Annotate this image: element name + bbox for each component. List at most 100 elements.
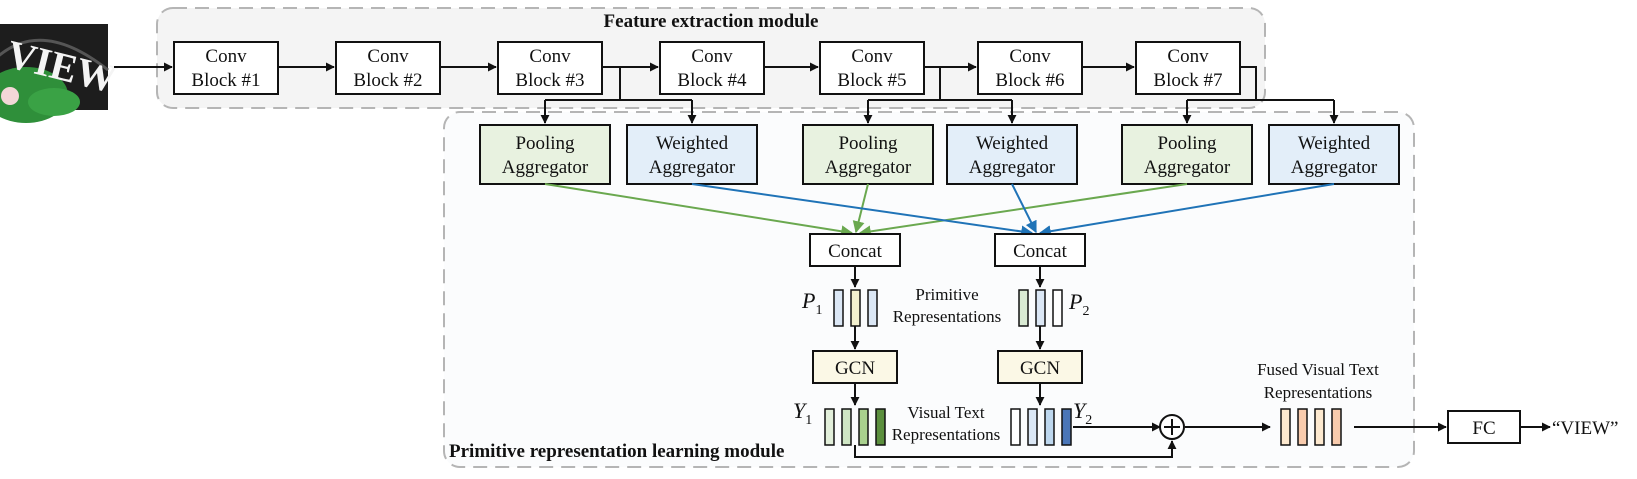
concat-box-2: Concat: [994, 233, 1086, 267]
conv-block-5: Conv Block #5: [819, 41, 925, 95]
aggregator-line1: Pooling: [515, 133, 575, 154]
feature-bar: [1035, 289, 1046, 327]
aggregator-line1: Weighted: [976, 133, 1049, 154]
fused-bars: [1280, 408, 1342, 446]
input-image: VIEW: [0, 24, 121, 123]
y1-bars: [824, 408, 886, 446]
conv-block-line1: Conv: [205, 46, 247, 67]
gcn-label: GCN: [1020, 358, 1060, 379]
p2-base: P: [1068, 289, 1082, 314]
aggregator-line2: Aggregator: [825, 157, 912, 178]
pooling-aggregator-3: Pooling Aggregator: [1121, 124, 1253, 185]
feature-bar: [1027, 408, 1038, 446]
conv-block-line1: Conv: [367, 46, 409, 67]
feature-bar: [824, 408, 835, 446]
fc-label: FC: [1472, 418, 1495, 439]
primitive-label-line1: Primitive: [915, 285, 978, 304]
concat-label: Concat: [828, 241, 883, 262]
p2-symbol: P2: [1068, 289, 1089, 319]
aggregator-line2: Aggregator: [969, 157, 1056, 178]
aggregator-line1: Weighted: [656, 133, 729, 154]
weighted-aggregator-2: Weighted Aggregator: [946, 124, 1078, 185]
visual-text-label-line2: Representations: [892, 425, 1001, 444]
aggregator-line2: Aggregator: [502, 157, 589, 178]
primitive-module-title: Primitive representation learning module: [449, 441, 784, 462]
p1-symbol: P1: [801, 288, 822, 318]
feature-module-title: Feature extraction module: [604, 11, 819, 32]
output-text: “VIEW”: [1552, 418, 1618, 439]
feature-bar: [1018, 289, 1029, 327]
conv-block-7: Conv Block #7: [1135, 41, 1241, 95]
weighted-aggregator-3: Weighted Aggregator: [1268, 124, 1400, 185]
y2-bars: [1010, 408, 1072, 446]
conv-block-6: Conv Block #6: [977, 41, 1083, 95]
y1-base: Y: [793, 398, 808, 423]
feature-bar: [1331, 408, 1342, 446]
conv-block-line1: Conv: [691, 46, 733, 67]
aggregator-line1: Pooling: [838, 133, 898, 154]
feature-bar: [1052, 289, 1063, 327]
y1-sub: 1: [805, 413, 812, 428]
conv-block-2: Conv Block #2: [335, 41, 441, 95]
conv-block-3: Conv Block #3: [497, 41, 603, 95]
fused-label-line2: Representations: [1264, 383, 1373, 402]
conv-block-line1: Conv: [1009, 46, 1051, 67]
gcn-box-1: GCN: [812, 350, 898, 384]
pooling-aggregator-2: Pooling Aggregator: [802, 124, 934, 185]
aggregator-line2: Aggregator: [1291, 157, 1378, 178]
aggregator-line2: Aggregator: [649, 157, 736, 178]
aggregator-line2: Aggregator: [1144, 157, 1231, 178]
aggregator-line1: Weighted: [1298, 133, 1371, 154]
y2-sub: 2: [1085, 413, 1092, 428]
conv-block-line1: Conv: [851, 46, 893, 67]
y2-base: Y: [1073, 398, 1088, 423]
feature-bar: [1280, 408, 1291, 446]
conv-block-line2: Block #2: [353, 70, 422, 91]
gcn-label: GCN: [835, 358, 875, 379]
weighted-aggregator-1: Weighted Aggregator: [626, 124, 758, 185]
feature-bar: [833, 289, 844, 327]
conv-block-line2: Block #6: [995, 70, 1064, 91]
fused-label-line1: Fused Visual Text: [1257, 360, 1379, 379]
fc-box: FC: [1447, 410, 1521, 444]
conv-block-line2: Block #1: [191, 70, 260, 91]
aggregator-line1: Pooling: [1157, 133, 1217, 154]
p2-sub: 2: [1082, 304, 1089, 319]
feature-bar: [867, 289, 878, 327]
visual-text-label-line1: Visual Text: [907, 403, 985, 422]
conv-block-line1: Conv: [529, 46, 571, 67]
feature-bar: [1044, 408, 1055, 446]
primitive-label-line2: Representations: [893, 307, 1002, 326]
aggregation-arrows: [544, 183, 1335, 238]
addition-node: [1159, 414, 1185, 440]
feature-bar: [875, 408, 886, 446]
pooling-aggregator-1: Pooling Aggregator: [479, 124, 611, 185]
fusion-arrows: [854, 422, 1551, 458]
p2-bars: [1018, 289, 1063, 327]
feature-bar: [858, 408, 869, 446]
p1-sub: 1: [815, 303, 822, 318]
vertical-flow-arrows: [850, 266, 1045, 406]
y2-symbol: Y2: [1073, 398, 1092, 428]
conv-block-4: Conv Block #4: [659, 41, 765, 95]
y1-symbol: Y1: [793, 398, 812, 428]
conv-block-line2: Block #3: [515, 70, 584, 91]
feature-bar: [1314, 408, 1325, 446]
p1-base: P: [801, 288, 815, 313]
p1-bars: [833, 289, 878, 327]
conv-block-1: Conv Block #1: [173, 41, 279, 95]
conv-block-line2: Block #5: [837, 70, 906, 91]
concat-label: Concat: [1013, 241, 1068, 262]
branch-arrows: [540, 66, 1339, 124]
feature-bar: [1297, 408, 1308, 446]
concat-box-1: Concat: [809, 233, 901, 267]
gcn-box-2: GCN: [997, 350, 1083, 384]
conv-block-line2: Block #4: [677, 70, 747, 91]
conv-block-line2: Block #7: [1153, 70, 1222, 91]
primitive-module-region: [443, 111, 1415, 468]
feature-bar: [850, 289, 861, 327]
feature-bar: [841, 408, 852, 446]
feature-bar: [1010, 408, 1021, 446]
